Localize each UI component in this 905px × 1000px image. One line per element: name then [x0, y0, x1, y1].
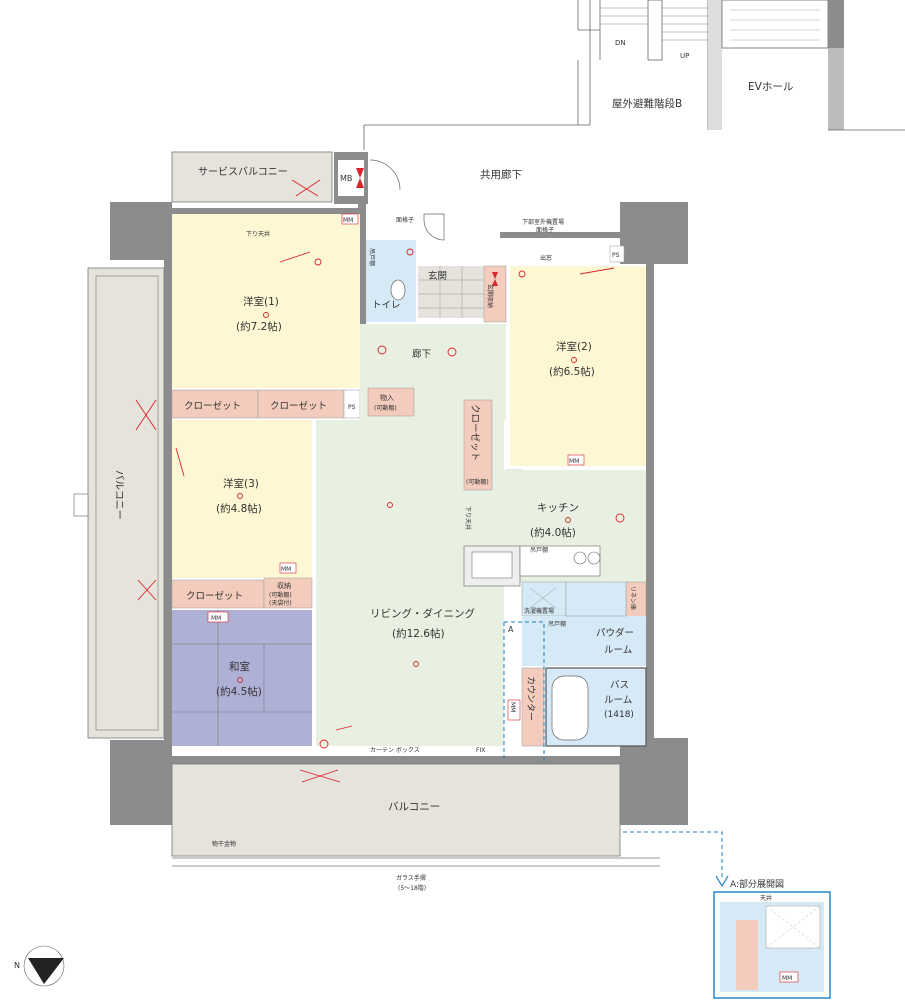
mm-label-1: MM: [343, 217, 353, 224]
mm-label-partial: MM: [782, 975, 792, 982]
section-a-line: [504, 621, 723, 880]
section-a-label: A: [508, 625, 514, 634]
down-ceiling-2: 下り天井: [464, 506, 472, 530]
outdoor-grille-label: 面格子: [536, 226, 554, 234]
closet-vertical-label: クローゼット: [469, 404, 481, 461]
balcony: [171, 763, 621, 857]
side-balcony-label: バルコニー: [113, 470, 125, 520]
mb-label: MB: [340, 174, 352, 183]
western-room-1: [172, 214, 360, 388]
kitchen-shelf-label: 吊戸棚: [530, 546, 548, 554]
laundry-label: 洗濯機置場: [524, 607, 554, 615]
side-balcony: [87, 267, 165, 739]
toilet-label: トイレ: [372, 300, 401, 311]
western-room-2: [510, 266, 646, 466]
closet-2: [257, 389, 345, 419]
storage-label: 収納: [277, 581, 291, 590]
glass-rail-label: ガラス手摺: [396, 874, 426, 882]
linen-label: リネン庫: [629, 586, 637, 610]
mm-label-3: MM: [281, 566, 291, 573]
closet-3: [171, 579, 265, 609]
curtain-box-label: カーテン ボックス: [370, 746, 420, 754]
closet-vertical-sub: (可動棚): [466, 478, 489, 486]
western3-size: (約4.8帖): [216, 502, 262, 515]
storage-sub2: (天袋付): [269, 599, 292, 607]
western3-label: 洋室(3): [223, 477, 259, 490]
entrance: [418, 266, 484, 318]
grille-label: 面格子: [396, 216, 414, 224]
western2-label: 洋室(2): [556, 340, 592, 353]
walls: [110, 202, 688, 825]
western1-label: 洋室(1): [243, 295, 279, 308]
mm-label-jp: MM: [211, 615, 221, 622]
kitchen-label: キッチン: [537, 502, 579, 514]
powder-label-2: ルーム: [604, 645, 632, 656]
closet-vertical: [463, 399, 493, 491]
partial-ceiling-label: 天井: [760, 894, 772, 902]
entrance-label: 玄関: [428, 270, 447, 282]
balcony-label: バルコニー: [388, 801, 440, 813]
service-balcony: [171, 151, 333, 203]
closet-2-label: クローゼット: [270, 400, 327, 412]
corridor-label: 共用廊下: [480, 168, 522, 181]
kitchen-size: (約4.0帖): [530, 526, 576, 539]
fix-label: FIX: [476, 747, 485, 754]
floors-label: (5～18階): [398, 884, 426, 892]
down-ceiling-1: 下り天井: [246, 230, 270, 238]
entrance-storage-label: 玄関収納: [486, 284, 494, 308]
toilet-shelf-label: 吊戸棚: [368, 248, 376, 266]
mm-label-counter: MM: [509, 702, 516, 712]
japanese-label: 和室: [229, 660, 250, 673]
bath-label: バス: [610, 680, 629, 691]
western1-size: (約7.2帖): [236, 320, 282, 333]
storage-room-label: 物入: [380, 393, 394, 402]
mm-label-2: MM: [569, 458, 579, 465]
up-label: UP: [680, 52, 689, 60]
ev-hall-label: EVホール: [748, 81, 793, 93]
window-label: 出窓: [540, 254, 552, 262]
ps-label-1: PS: [348, 404, 356, 411]
hanger-label: 物干金物: [212, 840, 236, 848]
storage-sub1: (可動棚): [269, 591, 292, 599]
partial-title: A:部分展開図: [730, 878, 784, 890]
closet-3-label: クローゼット: [186, 590, 243, 602]
service-balcony-label: サービスバルコニー: [198, 166, 288, 178]
closet-1: [171, 389, 259, 419]
powder-label: パウダー: [596, 627, 634, 639]
outdoor-unit-label: 下部室外機置場: [522, 218, 564, 226]
north-arrow-icon: N: [14, 945, 65, 987]
western-room-3: [172, 420, 312, 578]
living-size: (約12.6帖): [392, 627, 445, 640]
western2-size: (約6.5帖): [549, 365, 595, 378]
stair-label: 屋外避難階段B: [612, 97, 682, 110]
powder-room: [522, 616, 646, 666]
storage-room: [367, 387, 415, 417]
storage-japanese: [263, 577, 313, 609]
bath-label-2: ルーム: [604, 695, 632, 706]
stair-area: DN UP 屋外避難階段B EVホール: [363, 0, 905, 150]
entrance-storage: [483, 265, 507, 323]
closet-1-label: クローゼット: [184, 400, 241, 412]
powder-shelf-label: 吊戸棚: [548, 620, 566, 628]
bath-size: (1418): [604, 710, 634, 720]
dn-label: DN: [615, 39, 626, 47]
counter: [521, 667, 545, 747]
hallway-label: 廊下: [412, 348, 431, 360]
ps-label-2: PS: [612, 252, 620, 259]
living-label: リビング・ダイニング: [370, 607, 475, 620]
north-label: N: [14, 961, 20, 970]
counter-label: カウンター: [525, 676, 536, 721]
japanese-size: (約4.5帖): [216, 685, 262, 698]
storage-room-sub: (可動棚): [374, 404, 397, 412]
